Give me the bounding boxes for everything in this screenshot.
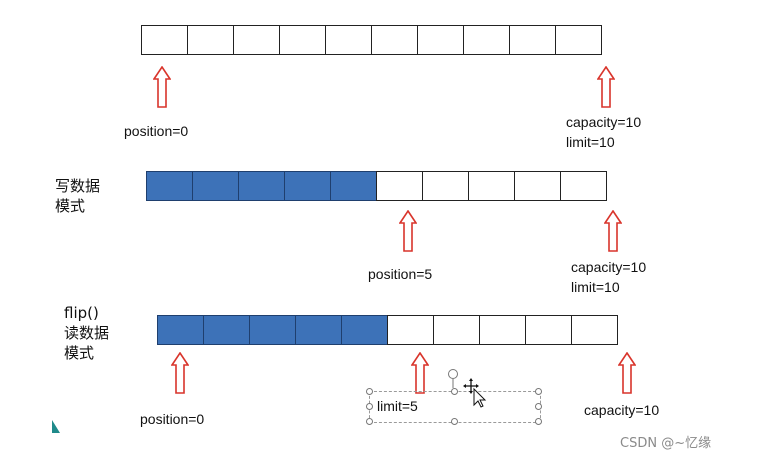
limit-label: limit=10 xyxy=(571,279,620,295)
buffer-cell-filled xyxy=(249,315,296,345)
buffer-cell-filled xyxy=(203,315,250,345)
capacity-label: capacity=10 xyxy=(584,402,660,418)
resize-handle[interactable] xyxy=(535,418,542,425)
buffer-cell xyxy=(509,25,556,55)
buffer-cell xyxy=(187,25,234,55)
buffer-cell xyxy=(141,25,188,55)
mode-line: 模式 xyxy=(55,197,86,215)
capacity-arrow-icon xyxy=(597,66,615,108)
buffer-cell xyxy=(325,25,372,55)
buffer-cell xyxy=(371,25,418,55)
resize-handle[interactable] xyxy=(366,403,373,410)
buffer-cell-filled xyxy=(146,171,193,201)
limit-arrow-icon xyxy=(411,352,429,394)
position-label: position=0 xyxy=(140,411,205,427)
capacity-label: capacity=10 xyxy=(566,114,642,130)
buffer-cell xyxy=(514,171,561,201)
resize-handle[interactable] xyxy=(451,388,458,395)
resize-handle[interactable] xyxy=(366,418,373,425)
buffer-cell-filled xyxy=(341,315,388,345)
position-label: position=5 xyxy=(368,266,433,282)
buffer-row-2 xyxy=(146,171,607,201)
mode-line: 写数据 xyxy=(55,177,101,195)
flip-call-label: flip() xyxy=(64,304,99,322)
buffer-cell xyxy=(387,315,434,345)
corner-mark-icon xyxy=(52,420,60,433)
buffer-row-3 xyxy=(157,315,618,345)
buffer-cell-filled xyxy=(192,171,239,201)
move-cursor-icon xyxy=(463,378,487,408)
rotate-handle-icon[interactable] xyxy=(446,368,460,388)
limit-label: limit=10 xyxy=(566,134,615,150)
limit-label: limit=5 xyxy=(377,398,418,414)
buffer-cell-filled xyxy=(284,171,331,201)
mode-label-write: 写数据 模式 xyxy=(55,176,100,216)
mode-line: 读数据 xyxy=(64,324,110,342)
buffer-cell-filled xyxy=(238,171,285,201)
buffer-cell-filled xyxy=(330,171,377,201)
buffer-cell xyxy=(433,315,480,345)
position-label: position=0 xyxy=(124,123,189,139)
buffer-cell xyxy=(560,171,607,201)
capacity-label: capacity=10 xyxy=(571,259,647,275)
buffer-cell xyxy=(233,25,280,55)
mode-label-read: flip() 读数据 模式 xyxy=(64,303,109,363)
buffer-cell-filled xyxy=(157,315,204,345)
buffer-cell xyxy=(463,25,510,55)
buffer-cell xyxy=(417,25,464,55)
position-arrow-icon xyxy=(171,352,189,394)
buffer-cell-filled xyxy=(295,315,342,345)
resize-handle[interactable] xyxy=(451,418,458,425)
resize-handle[interactable] xyxy=(535,403,542,410)
position-arrow-icon xyxy=(399,210,417,252)
buffer-row-1 xyxy=(141,25,602,55)
buffer-cell xyxy=(555,25,602,55)
buffer-cell xyxy=(422,171,469,201)
position-arrow-icon xyxy=(153,66,171,108)
buffer-cell xyxy=(468,171,515,201)
buffer-cell xyxy=(279,25,326,55)
capacity-arrow-icon xyxy=(618,352,636,394)
mode-line: 模式 xyxy=(64,344,95,362)
capacity-arrow-icon xyxy=(604,210,622,252)
resize-handle[interactable] xyxy=(366,388,373,395)
buffer-cell xyxy=(571,315,618,345)
buffer-cell xyxy=(376,171,423,201)
watermark: CSDN @~忆缘 xyxy=(620,436,712,451)
resize-handle[interactable] xyxy=(535,388,542,395)
buffer-cell xyxy=(479,315,526,345)
buffer-cell xyxy=(525,315,572,345)
